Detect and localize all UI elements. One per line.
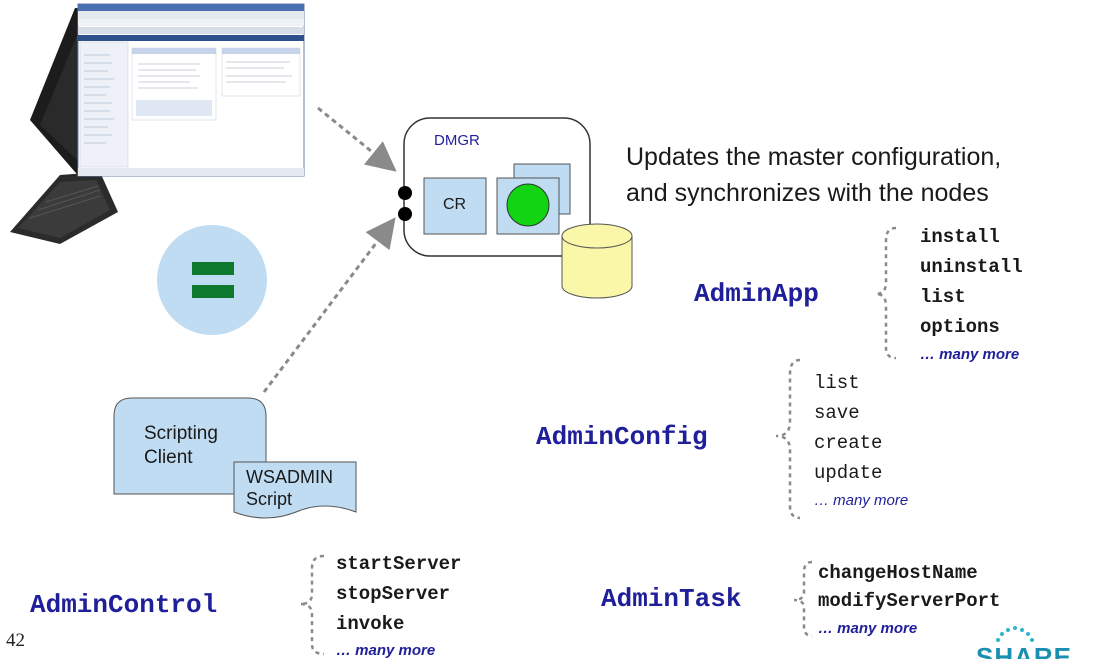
admincontrol-command: invoke [336, 613, 405, 635]
adminapp-commands: install uninstall list options [920, 222, 1023, 342]
adminapp-more: … many more [920, 346, 1020, 363]
share-logo-dots [996, 626, 1034, 642]
scripting-client-label-line2: Client [144, 447, 193, 468]
cr-label: CR [443, 196, 467, 213]
admintask-command: changeHostName [818, 562, 978, 584]
adminconfig-more: … many more [814, 492, 909, 509]
share-logo: SHARE [976, 642, 1073, 659]
scripting-client-label: Scripting Client [144, 422, 218, 470]
headline-line-1: Updates the master configuration, [626, 143, 1002, 171]
dmgr-box [398, 117, 591, 257]
admincontrol-command: startServer [336, 553, 462, 575]
equals-circle-icon [157, 225, 267, 335]
adminapp-brace [875, 226, 897, 360]
adminconfig-command: save [814, 402, 860, 424]
admintask-brace [793, 560, 813, 638]
headline-line-2: and synchronizes with the nodes [626, 179, 989, 207]
admincontrol-more: … many more [336, 642, 436, 659]
wsadmin-script-label-line2: Script [246, 489, 293, 509]
adminconfig-command: update [814, 462, 883, 484]
adminconfig-brace [775, 358, 801, 520]
wsadmin-script-document-icon [233, 461, 357, 519]
admincontrol-brace [299, 554, 325, 656]
admintask-commands: changeHostName modifyServerPort [818, 559, 1000, 615]
admincontrol-command: stopServer [336, 583, 451, 605]
admintask-more: … many more [818, 620, 918, 637]
admincontrol-title: AdminControl [30, 590, 218, 620]
scripting-client-label-line1: Scripting [144, 423, 218, 444]
admin-console-screenshot [77, 3, 305, 177]
admintask-title: AdminTask [601, 584, 742, 614]
slide-number: 42 [6, 630, 25, 651]
adminconfig-command: create [814, 432, 883, 454]
adminapp-command: options [920, 316, 1000, 338]
adminapp-command: list [920, 286, 966, 308]
master-repository-cylinder [561, 223, 633, 299]
admincontrol-commands: startServer stopServer invoke [336, 549, 461, 639]
adminconfig-title: AdminConfig [536, 422, 708, 452]
dmgr-label: DMGR [434, 132, 480, 149]
adminconfig-command: list [814, 372, 860, 394]
adminapp-command: uninstall [920, 256, 1023, 278]
adminapp-title: AdminApp [694, 279, 819, 309]
adminconfig-commands: list save create update [814, 368, 882, 488]
admintask-command: modifyServerPort [818, 590, 1001, 612]
wsadmin-script-label-line1: WSADMIN [246, 467, 333, 487]
adminapp-command: install [920, 226, 1000, 248]
wsadmin-script-label: WSADMIN Script [246, 466, 333, 510]
